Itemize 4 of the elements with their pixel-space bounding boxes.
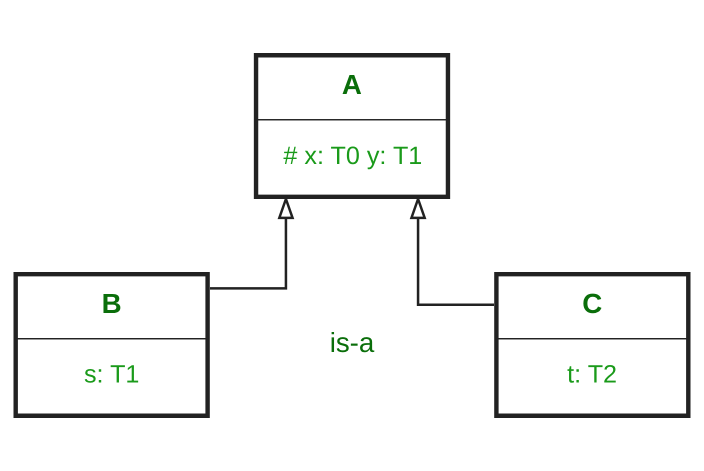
node-box: A # x: T0 y: T1: [254, 53, 450, 199]
label: is-a: [330, 327, 374, 358]
node-box: B s: T1: [14, 272, 210, 418]
node-box: C t: T2: [494, 272, 690, 418]
